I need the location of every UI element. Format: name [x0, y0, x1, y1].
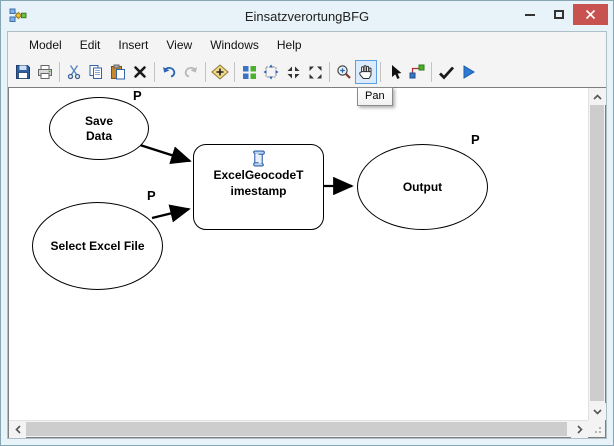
window-title: EinsatzverortungBFG — [244, 8, 370, 24]
save-button[interactable] — [12, 60, 34, 84]
save-icon — [16, 65, 30, 79]
close-button[interactable] — [573, 4, 608, 25]
undo-icon — [163, 66, 176, 78]
copy-icon — [89, 65, 102, 79]
node-output[interactable]: Output — [357, 144, 488, 230]
minimize-icon — [524, 13, 535, 16]
edge-select-excel-to-tool[interactable] — [151, 204, 191, 223]
print-button[interactable] — [34, 60, 56, 84]
node-label-line2: imestamp — [230, 184, 287, 198]
scroll-left-button[interactable] — [9, 421, 26, 438]
model-canvas[interactable]: Save Data P Select Excel File P ExcelGeo… — [9, 88, 588, 420]
minimize-button[interactable] — [515, 4, 544, 25]
menu-windows[interactable]: Windows — [210, 37, 259, 52]
redo-icon — [184, 66, 197, 78]
menu-help[interactable]: Help — [276, 37, 302, 52]
horizontal-scroll-thumb[interactable] — [26, 422, 567, 436]
fixed-zoom-out-button[interactable] — [304, 60, 326, 84]
client-area: Model Edit Insert View Windows Help — [7, 31, 607, 439]
edge-save-data-to-tool[interactable] — [139, 143, 192, 165]
node-label: Select Excel File — [50, 238, 145, 253]
paste-button[interactable] — [107, 60, 129, 84]
vertical-scrollbar[interactable] — [588, 88, 606, 420]
select-tool-button[interactable] — [384, 60, 406, 84]
full-extent-button[interactable] — [260, 60, 282, 84]
add-data-button[interactable] — [209, 60, 231, 84]
fixed-zoom-in-button[interactable] — [282, 60, 304, 84]
parameter-flag-select-excel-file: P — [147, 188, 156, 203]
fixed-zoom-out-icon — [309, 66, 321, 78]
pan-tooltip: Pan — [357, 87, 393, 106]
scroll-right-button[interactable] — [571, 421, 588, 438]
delete-icon — [134, 66, 146, 78]
modelbuilder-app-icon — [9, 8, 27, 28]
maximize-button[interactable] — [544, 4, 573, 25]
cut-icon — [67, 65, 81, 80]
parameter-flag-save-data: P — [133, 88, 142, 103]
menu-view[interactable]: View — [166, 37, 193, 52]
node-label-line1: ExcelGeocodeT — [213, 168, 304, 182]
pan-tool-button[interactable] — [355, 60, 377, 84]
toolbar-separator — [59, 62, 60, 82]
auto-layout-button[interactable] — [238, 60, 260, 84]
full-extent-icon — [263, 64, 279, 80]
connector-arrows — [139, 143, 354, 223]
toolbar-separator — [329, 62, 330, 82]
resize-grip[interactable] — [588, 420, 605, 437]
auto-layout-icon — [242, 65, 256, 79]
undo-button[interactable] — [158, 60, 180, 84]
toolbar-separator — [234, 62, 235, 82]
run-button[interactable] — [457, 60, 479, 84]
node-select-excel-file[interactable]: Select Excel File — [32, 202, 163, 290]
node-label: Save Data — [84, 114, 114, 143]
fixed-zoom-in-icon — [287, 66, 299, 78]
chevron-down-icon — [593, 408, 602, 415]
parameter-flag-output: P — [471, 132, 480, 147]
connect-tool-button[interactable] — [406, 60, 428, 84]
chevron-up-icon — [593, 93, 602, 100]
paste-icon — [111, 64, 125, 80]
maximize-icon — [553, 10, 564, 19]
toolbar-separator — [380, 62, 381, 82]
canvas-panel: Save Data P Select Excel File P ExcelGeo… — [8, 87, 606, 438]
print-icon — [38, 65, 52, 79]
title-bar[interactable]: EinsatzverortungBFG — [1, 1, 613, 31]
delete-button[interactable] — [129, 60, 151, 84]
chevron-right-icon — [576, 425, 583, 434]
menu-bar: Model Edit Insert View Windows Help — [8, 32, 606, 57]
menu-insert[interactable]: Insert — [118, 37, 149, 52]
toolbar — [8, 57, 606, 87]
pan-icon — [359, 65, 372, 79]
vertical-scroll-thumb[interactable] — [590, 105, 604, 401]
script-tool-icon — [253, 150, 265, 167]
horizontal-scrollbar[interactable] — [9, 420, 588, 438]
connect-icon — [409, 64, 425, 79]
close-icon — [585, 9, 596, 20]
select-icon — [391, 65, 401, 79]
run-icon — [463, 65, 475, 79]
validate-button[interactable] — [435, 60, 457, 84]
node-label: Output — [402, 180, 443, 194]
toolbar-separator — [205, 62, 206, 82]
validate-icon — [438, 66, 454, 80]
resize-grip-icon — [595, 427, 601, 433]
add-data-icon — [211, 64, 229, 80]
menu-edit[interactable]: Edit — [79, 37, 101, 52]
cut-button[interactable] — [63, 60, 85, 84]
copy-button[interactable] — [85, 60, 107, 84]
menu-model[interactable]: Model — [29, 37, 62, 52]
zoom-icon — [337, 65, 351, 79]
node-excel-geocode-timestamp[interactable]: ExcelGeocodeT imestamp — [193, 144, 324, 230]
node-save-data[interactable]: Save Data — [49, 97, 149, 160]
zoom-in-tool-button[interactable] — [333, 60, 355, 84]
chevron-left-icon — [14, 425, 21, 434]
toolbar-separator — [154, 62, 155, 82]
scroll-up-button[interactable] — [589, 88, 606, 105]
toolbar-separator — [431, 62, 432, 82]
redo-button[interactable] — [180, 60, 202, 84]
scroll-down-button[interactable] — [589, 403, 606, 420]
